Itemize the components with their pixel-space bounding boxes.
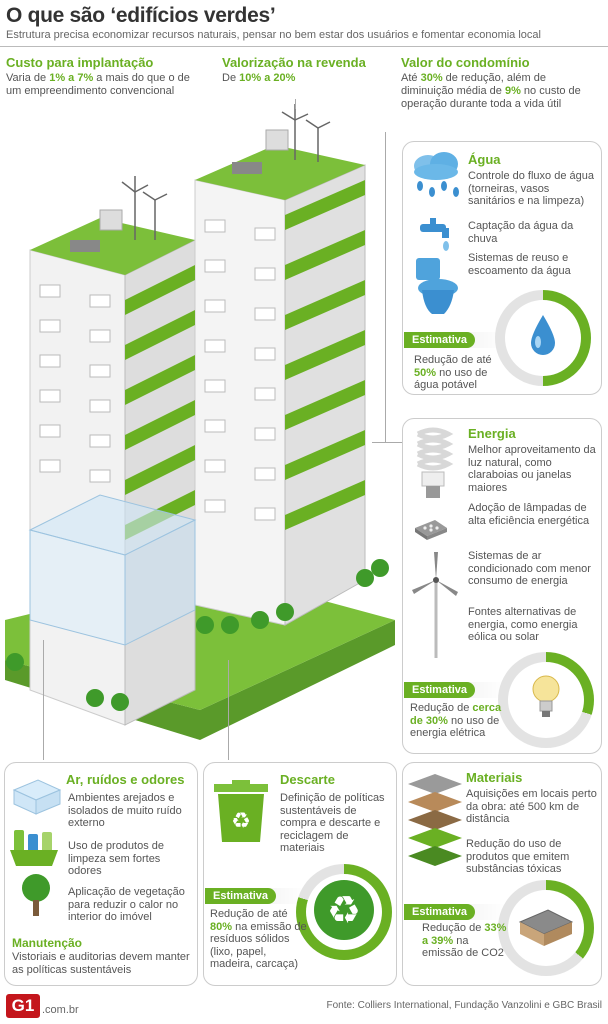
cost-title: Custo para implantação [6,55,154,70]
energia-estimate-text: Redução de cerca de 30% no uso de energi… [410,702,502,739]
agua-estimate-text: Redução de até 50% no uso de água potáve… [414,354,492,391]
faucet-icon [420,218,449,251]
cost-text: Varia de 1% a 7% a mais do que o de um e… [6,72,190,97]
ar-item: Aplicação de vegetação para reduzir o ca… [68,886,185,923]
descarte-estimate-text: Redução de até 80% na emissão de resíduo… [210,908,307,970]
connector-line [43,640,44,760]
materiais-title: Materiais [466,770,523,785]
manutencao-title: Manutenção [12,936,83,950]
recycle-bin-icon: ♻ [214,780,268,842]
connector-line [295,99,296,109]
light-bulb-icon [532,675,560,717]
ar-title: Ar, ruídos e odores [66,772,185,787]
connector-line [385,132,386,442]
recycle-icon: ♻ [314,880,374,940]
condo-title: Valor do condomínio [401,55,530,70]
cleaning-products-icon [10,830,58,866]
materiais-estimate-text: Redução de 33% a 39% na emissão de CO2 [422,922,507,959]
connector-line [372,442,402,443]
materiais-item: Redução do uso de produtos que emitem su… [466,838,570,875]
glass-room-icon [12,779,62,815]
materiais-item: Aquisições em locais perto da obra: até … [466,788,597,825]
source-credit: Fonte: Colliers International, Fundação … [326,1000,602,1011]
descarte-title: Descarte [280,772,335,787]
materiais-estimate-label: Estimativa [404,904,476,920]
logo-domain: .com.br [42,1004,79,1016]
wind-turbine-icon [412,552,458,658]
toilet-icon [416,258,458,314]
g1-logo: G1 [6,994,40,1018]
cloud-rain-icon [414,152,459,197]
page-subtitle: Estrutura precisa economizar recursos na… [6,29,541,41]
svg-text:♻: ♻ [231,809,251,834]
header-divider [0,46,608,47]
ar-item: Uso de produtos de limpeza sem fortes od… [68,840,165,877]
agua-title: Água [468,152,501,167]
resale-text: De 10% a 20% [222,72,296,84]
agua-item: Controle do fluxo de água (torneiras, va… [468,170,594,207]
manutencao-text: Vistoriais e auditorias devem manter as … [12,951,190,976]
agua-item: Sistemas de reuso e escoamento da água [468,252,571,277]
connector-line [228,660,229,760]
energia-title: Energia [468,426,516,441]
energia-item: Adoção de lâmpadas de alta eficiência en… [468,502,590,527]
energia-item: Melhor aproveitamento da luz natural, co… [468,444,596,494]
energia-item: Sistemas de ar condicionado com menor co… [468,550,591,587]
materials-layers-icon [408,774,462,866]
ar-item: Ambientes arejados e isolados de muito r… [68,792,182,829]
water-drop-icon [531,315,555,355]
tree-icon [22,874,50,916]
agua-item: Captação da água da chuva [468,220,574,245]
energia-item: Fontes alternativas de energia, como ene… [468,606,578,643]
resale-title: Valorização na revenda [222,55,366,70]
descarte-estimate-label: Estimativa [205,888,277,904]
condo-text: Até 30% de redução, além de diminuição m… [401,72,581,110]
descarte-text: Definição de políticas sustentáveis de c… [280,792,385,854]
solar-panel-icon [518,909,574,946]
page-title: O que são ‘edifícios verdes’ [6,4,276,27]
led-lamp-icon [415,520,447,540]
cfl-bulb-icon [416,427,454,498]
building-illustration [5,104,395,740]
energia-estimate-label: Estimativa [404,682,476,698]
agua-estimate-label: Estimativa [404,332,476,348]
